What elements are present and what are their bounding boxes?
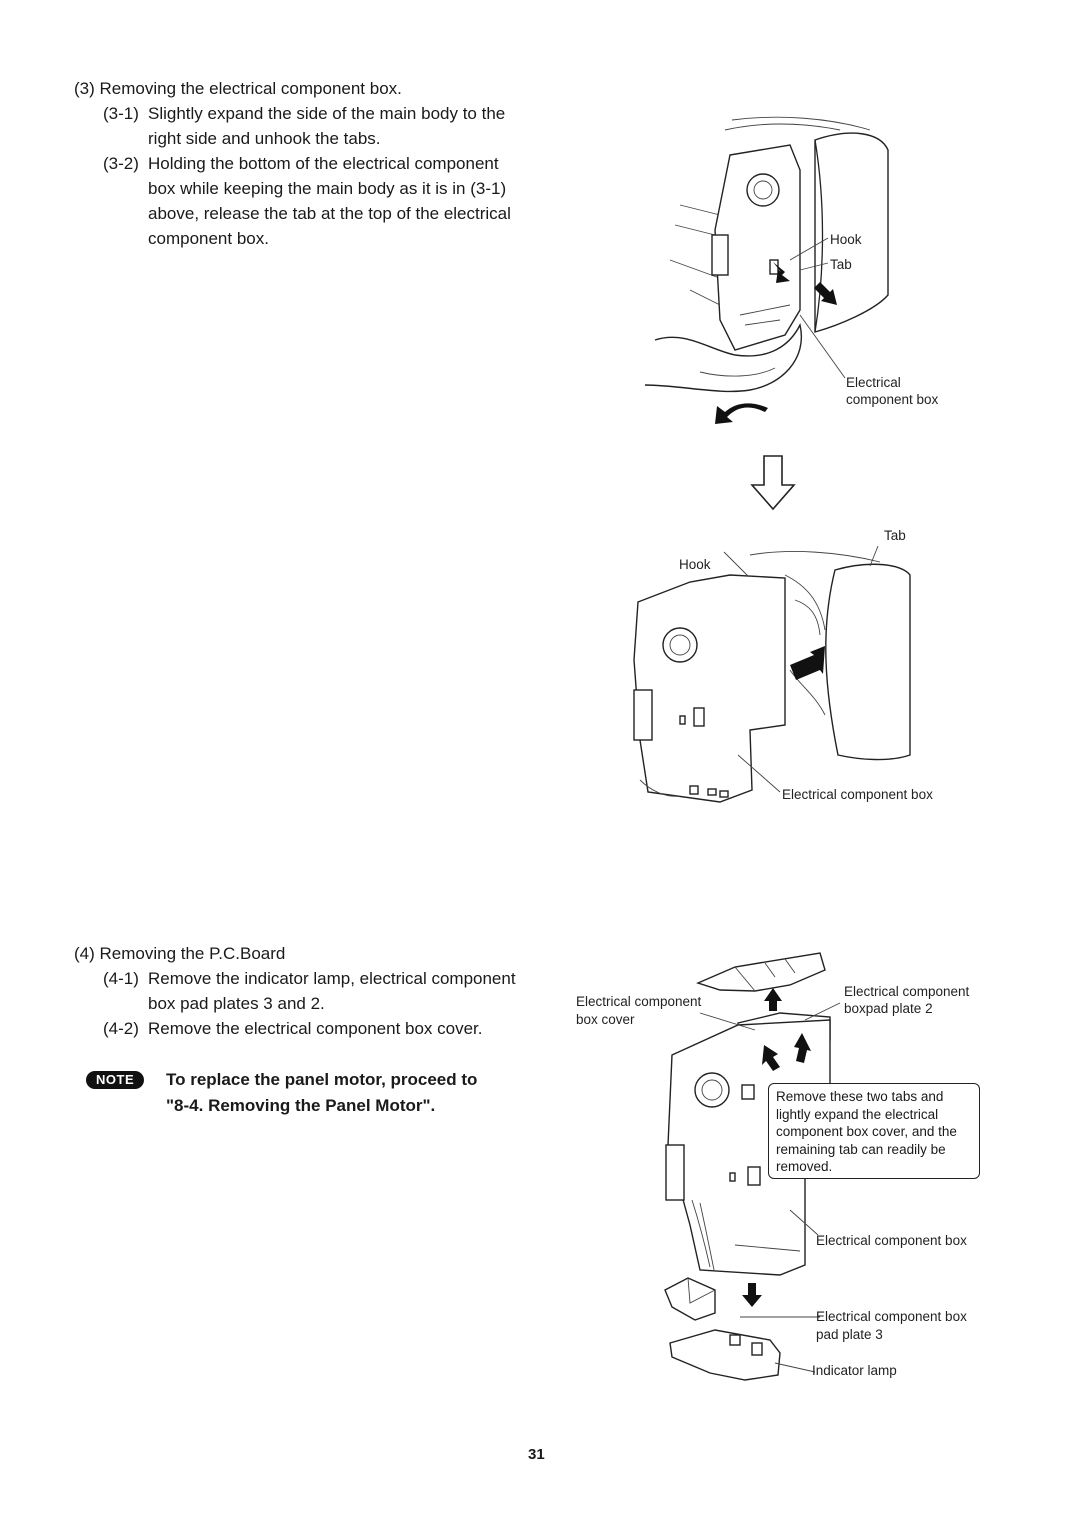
note-badge: NOTE <box>86 1071 145 1089</box>
figure3-pad3-label-line1: Electrical component box <box>816 1309 967 1324</box>
figure3-pad2-label-line2: boxpad plate 2 <box>844 1001 933 1016</box>
note-line2: "8-4. Removing the Panel Motor". <box>166 1096 436 1115</box>
page-number: 31 <box>528 1446 545 1463</box>
figure2-tab-label: Tab <box>884 528 906 543</box>
figure1-box-label-line1: Electrical <box>846 375 901 390</box>
step3-2-line4: component box. <box>148 229 269 248</box>
step4-1-line1: Remove the indicator lamp, electrical co… <box>148 969 516 988</box>
figure3-cover-label-line1: Electrical component <box>576 994 702 1009</box>
figure3-pad3-label-line2: pad plate 3 <box>816 1327 883 1342</box>
step3-2-line1: Holding the bottom of the electrical com… <box>148 154 499 173</box>
figure3-pad2-label-line1: Electrical component <box>844 984 970 999</box>
step3-2-number: (3-2) <box>103 154 139 173</box>
step3-1-number: (3-1) <box>103 104 139 123</box>
figure3-lamp-label: Indicator lamp <box>812 1363 897 1378</box>
figure1-box-label-line2: component box <box>846 392 939 407</box>
figure1-illustration <box>644 116 889 424</box>
step3-heading: (3) Removing the electrical component bo… <box>74 79 402 98</box>
step3-2-line3: above, release the tab at the top of the… <box>148 204 511 223</box>
step4-1-number: (4-1) <box>103 969 139 988</box>
figure2-hook-label: Hook <box>679 557 711 572</box>
figure1-tab-label: Tab <box>830 257 852 272</box>
step4-1-line2: box pad plates 3 and 2. <box>148 994 325 1013</box>
note-line1: To replace the panel motor, proceed to <box>166 1070 478 1089</box>
step4-heading: (4) Removing the P.C.Board <box>74 944 286 963</box>
step3-1-line2: right side and unhook the tabs. <box>148 129 381 148</box>
figure2-box-label: Electrical component box <box>782 787 933 802</box>
figure3-callout-box: Remove these two tabs and lightly expand… <box>768 1083 980 1179</box>
step4-2-line1: Remove the electrical component box cove… <box>148 1019 483 1038</box>
figure2-illustration <box>633 545 911 803</box>
step3-2-line2: box while keeping the main body as it is… <box>148 179 507 198</box>
figure3-box-label: Electrical component box <box>816 1233 967 1248</box>
figure1-hook-label: Hook <box>830 232 862 247</box>
figure3-cover-label-line2: box cover <box>576 1012 635 1027</box>
step4-2-number: (4-2) <box>103 1019 139 1038</box>
step3-1-line1: Slightly expand the side of the main bod… <box>148 104 506 123</box>
down-arrow-icon <box>750 455 796 511</box>
